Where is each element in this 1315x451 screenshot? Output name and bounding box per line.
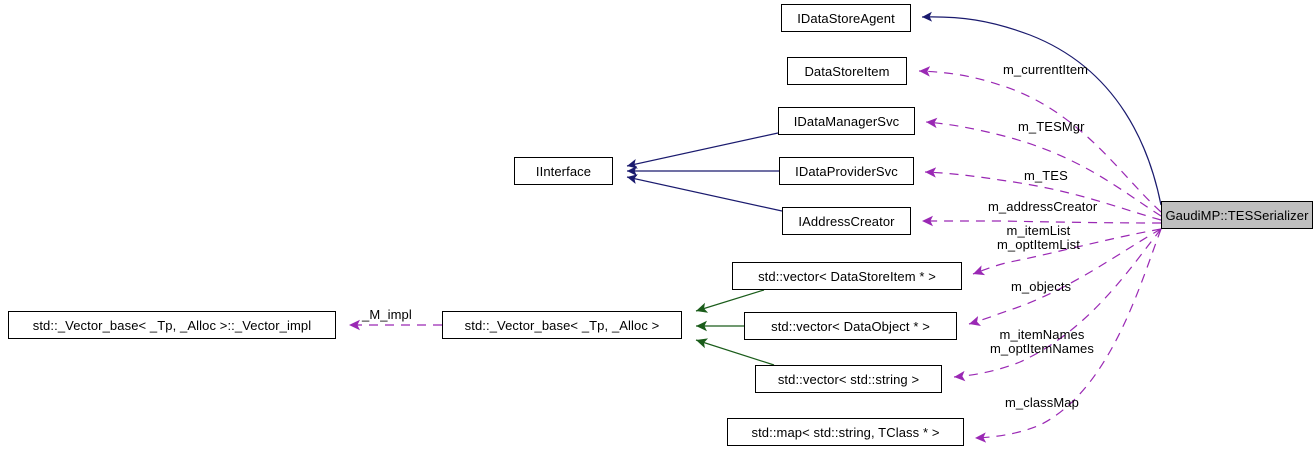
edge-label-m-itemnames: m_itemNames m_optItemNames [990, 327, 1094, 356]
node-iinterface[interactable]: IInterface [514, 157, 613, 185]
node-label: IAddressCreator [798, 213, 895, 229]
node-label: IInterface [535, 163, 592, 179]
edge-usage-datastoreitem [918, 66, 1162, 213]
node-gaudimp-tesserializer[interactable]: GaudiMP::TESSerializer [1161, 201, 1313, 229]
node-idataprovidersvc[interactable]: IDataProviderSvc [779, 157, 914, 185]
node-label: IDataProviderSvc [795, 163, 898, 179]
edge-label-m-impl: _M_impl [362, 307, 412, 322]
edge-label-m-currentitem: m_currentItem [1003, 62, 1089, 77]
node-label: std::map< std::string, TClass * > [751, 424, 940, 440]
node-label: std::_Vector_base< _Tp, _Alloc > [464, 317, 660, 333]
edge-label-m-objects: m_objects [1011, 279, 1072, 294]
edge-template-vector-string [695, 338, 775, 366]
node-label: std::_Vector_base< _Tp, _Alloc >::_Vecto… [32, 317, 312, 333]
node-label: std::vector< DataStoreItem * > [758, 268, 936, 284]
node-idatastoreagent[interactable]: IDataStoreAgent [781, 4, 911, 32]
node-vector-base-vector-impl[interactable]: std::_Vector_base< _Tp, _Alloc >::_Vecto… [8, 311, 336, 339]
edge-label-m-itemlist: m_itemList m_optItemList [997, 223, 1080, 252]
node-iaddresscreator[interactable]: IAddressCreator [782, 207, 911, 235]
edge-inheritance-iinterface-manager [626, 132, 779, 169]
node-label: GaudiMP::TESSerializer [1165, 207, 1309, 223]
edge-label-m-tes: m_TES [1024, 168, 1068, 183]
node-idatamanagersvc[interactable]: IDataManagerSvc [778, 107, 915, 135]
node-label: std::vector< DataObject * > [771, 318, 930, 334]
node-vector-string[interactable]: std::vector< std::string > [755, 365, 942, 393]
edge-label-m-classmap: m_classMap [1005, 395, 1079, 410]
node-label: IDataManagerSvc [793, 113, 900, 129]
edge-template-vector-datastoreitem [695, 289, 765, 313]
node-label: DataStoreItem [804, 63, 890, 79]
node-vector-datastoreitem[interactable]: std::vector< DataStoreItem * > [732, 262, 962, 290]
edge-inheritance-iinterface-address [626, 174, 783, 212]
node-label: IDataStoreAgent [797, 10, 895, 26]
edge-label-m-tesmgr: m_TESMgr [1018, 119, 1085, 134]
node-datastoreitem[interactable]: DataStoreItem [787, 57, 907, 85]
edge-label-m-addresscreator: m_addressCreator [988, 199, 1098, 214]
node-map-string-tclass[interactable]: std::map< std::string, TClass * > [727, 418, 964, 446]
node-label: std::vector< std::string > [777, 371, 920, 387]
node-vector-base[interactable]: std::_Vector_base< _Tp, _Alloc > [442, 311, 682, 339]
node-vector-dataobject[interactable]: std::vector< DataObject * > [744, 312, 957, 340]
